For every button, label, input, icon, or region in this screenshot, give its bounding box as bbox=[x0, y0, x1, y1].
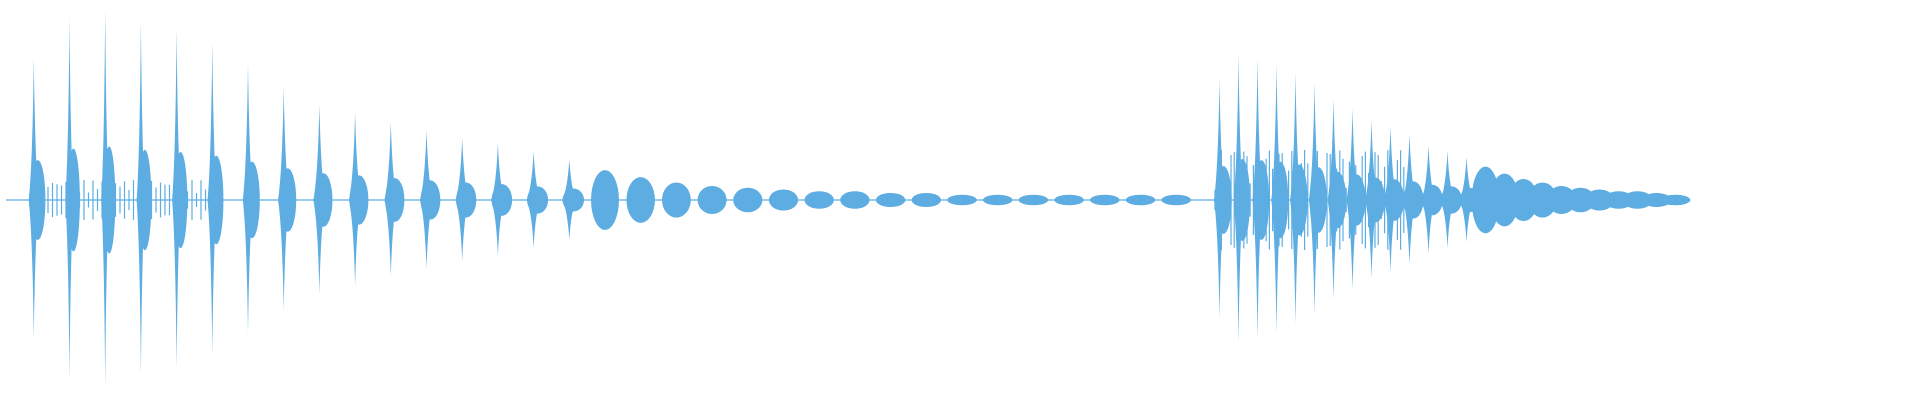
burst-2-body bbox=[1272, 161, 1289, 239]
burst-1-body bbox=[173, 151, 188, 249]
burst-1-peak bbox=[697, 185, 727, 215]
burst-2-peak bbox=[1490, 173, 1519, 227]
burst-1-peak bbox=[626, 177, 655, 223]
burst-1-body bbox=[138, 149, 152, 251]
burst-1-peak bbox=[1018, 194, 1049, 206]
burst-1-peak bbox=[982, 194, 1013, 206]
burst-1-body bbox=[420, 180, 441, 220]
burst-1-peak bbox=[840, 191, 870, 209]
burst-1-body bbox=[244, 161, 260, 239]
burst-1-body bbox=[279, 168, 297, 232]
burst-2-body bbox=[1253, 160, 1270, 240]
burst-2-body bbox=[1347, 174, 1366, 226]
burst-1-peak bbox=[804, 191, 834, 209]
burst-2-body bbox=[1441, 186, 1462, 214]
burst-1-body bbox=[30, 160, 46, 240]
burst-1-body bbox=[103, 146, 116, 254]
burst-2-body bbox=[1403, 181, 1424, 219]
burst-1-peak bbox=[911, 192, 942, 208]
burst-2-body bbox=[1422, 184, 1443, 216]
burst-1-body bbox=[385, 178, 405, 222]
burst-1-peak bbox=[733, 187, 763, 213]
burst-2-peak bbox=[1641, 192, 1672, 208]
burst-1-body bbox=[562, 188, 585, 212]
burst-1-peak bbox=[662, 182, 691, 218]
burst-2-peak bbox=[1660, 194, 1691, 206]
burst-1-peak bbox=[947, 194, 977, 206]
burst-1-peak bbox=[591, 170, 619, 230]
burst-1-body bbox=[67, 148, 80, 252]
burst-1-peak bbox=[1161, 194, 1192, 206]
burst-2-body bbox=[1328, 171, 1347, 229]
burst-2-peak bbox=[1622, 191, 1653, 209]
burst-2-peak bbox=[1528, 182, 1557, 218]
burst-1-body bbox=[527, 186, 549, 214]
burst-1-body bbox=[491, 184, 513, 216]
burst-1-body bbox=[349, 175, 369, 225]
burst-1-peak bbox=[1125, 194, 1156, 206]
burst-1-body bbox=[456, 182, 477, 218]
waveform-peaks bbox=[28, 8, 1691, 388]
burst-1-body bbox=[209, 155, 224, 245]
burst-1-peak bbox=[768, 189, 799, 211]
burst-2-peak bbox=[1509, 178, 1538, 222]
burst-1-peak bbox=[1089, 194, 1120, 206]
burst-1-peak bbox=[1054, 194, 1084, 206]
burst-1-body bbox=[314, 173, 333, 227]
burst-2-body bbox=[1235, 159, 1250, 241]
burst-1-peak bbox=[875, 192, 906, 208]
burst-2-peak bbox=[1471, 166, 1500, 234]
